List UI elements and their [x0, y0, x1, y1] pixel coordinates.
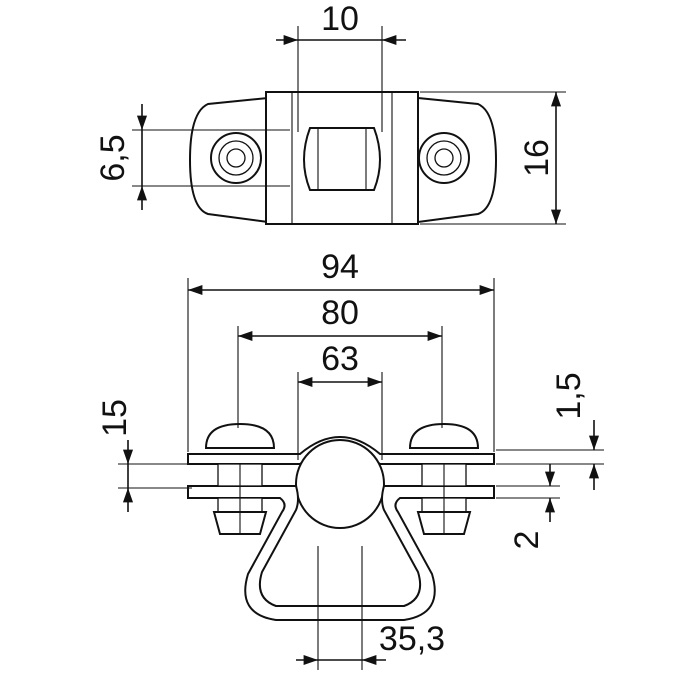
- right-nut-top: [418, 132, 470, 184]
- dim-base-thickness: 2: [496, 464, 560, 549]
- dim-overall-width: 94: [187, 248, 495, 452]
- dim-top-width: 10: [276, 0, 406, 132]
- dim-strip-thickness: 1,5: [496, 372, 604, 490]
- dim-top-height: 16: [420, 91, 566, 225]
- left-screw-front: [204, 422, 276, 535]
- dim-top-hole: 6,5: [94, 104, 290, 210]
- dim-pipe-width: 63: [297, 340, 383, 460]
- left-nut-top: [210, 132, 262, 184]
- dim-label-strip-thickness: 1,5: [550, 372, 588, 419]
- dim-label-base-thickness: 2: [508, 531, 546, 550]
- dim-label-top-height: 16: [518, 139, 556, 177]
- dim-left-height: 15: [96, 399, 192, 512]
- dim-label-hole-spacing: 80: [321, 294, 359, 332]
- dim-bottom-width: 35,3: [296, 546, 445, 670]
- top-view: [188, 91, 498, 225]
- dim-hole-spacing: 80: [237, 294, 443, 428]
- right-screw-front: [408, 422, 480, 535]
- dim-label-top-width: 10: [321, 0, 359, 38]
- dim-label-left-height: 15: [96, 399, 134, 437]
- front-view: [187, 422, 495, 621]
- dim-label-top-hole: 6,5: [94, 134, 132, 181]
- dim-label-overall-width: 94: [321, 248, 359, 286]
- dim-label-bottom-width: 35,3: [379, 620, 445, 658]
- dim-label-pipe-width: 63: [321, 340, 359, 378]
